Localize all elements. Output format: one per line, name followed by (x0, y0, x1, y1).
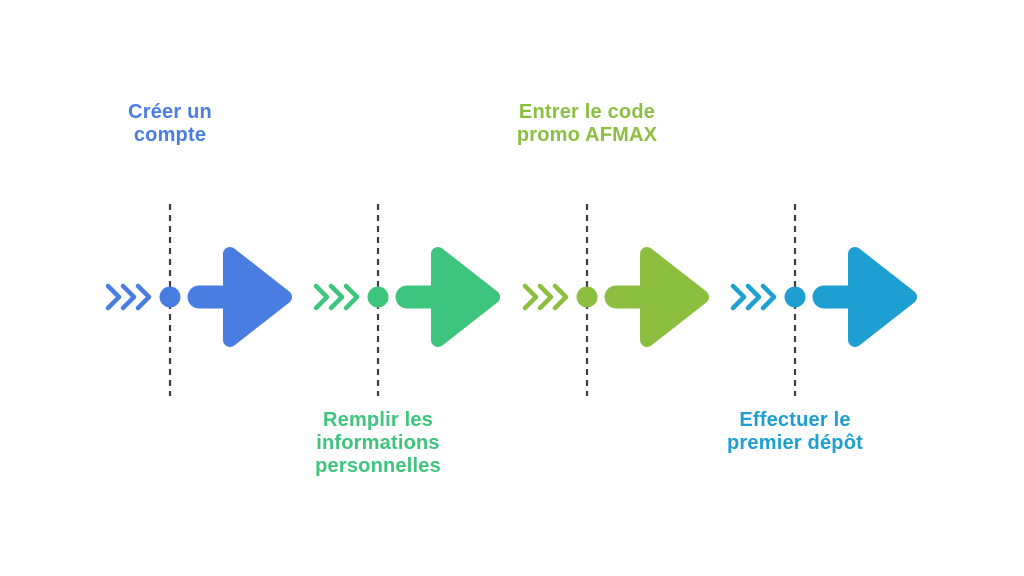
triple-chevron-right-icon (313, 283, 360, 311)
step-2-motif (313, 204, 500, 396)
step-3-label: Entrer le code promo AFMAX (516, 101, 658, 146)
milestone-dot-icon (784, 286, 806, 308)
triple-chevron-right-icon (522, 283, 569, 311)
arrow-right-icon (395, 247, 500, 347)
triple-chevron-right-icon (730, 283, 777, 311)
step-3-motif (522, 204, 709, 396)
milestone-dot-icon (576, 286, 598, 308)
step-4-label: Effectuer le premier dépôt (727, 409, 863, 454)
arrow-right-icon (812, 247, 917, 347)
milestone-dot-icon (159, 286, 181, 308)
arrow-right-icon (187, 247, 292, 347)
step-4-motif (730, 204, 917, 396)
step-1-label: Créer un compte (128, 101, 212, 146)
milestone-dot-icon (367, 286, 389, 308)
triple-chevron-right-icon (105, 283, 152, 311)
step-2-label: Remplir les informations personnelles (315, 409, 441, 477)
arrow-right-icon (604, 247, 709, 347)
step-1-motif (105, 204, 292, 396)
